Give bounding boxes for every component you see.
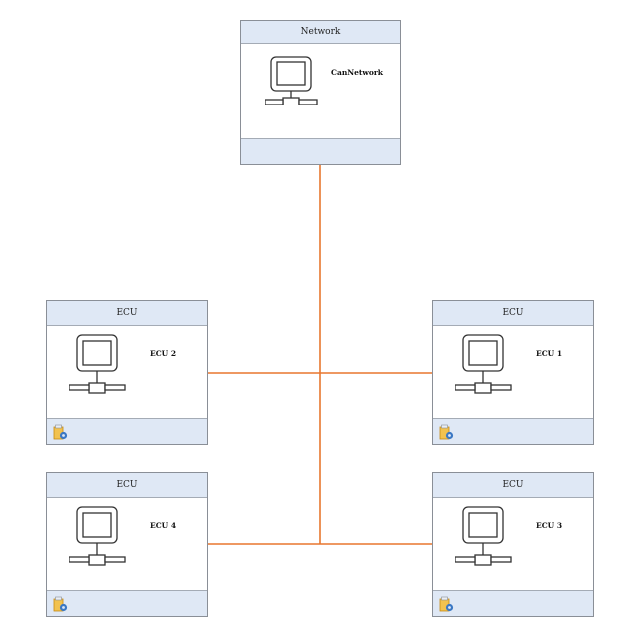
network-computer-icon — [265, 56, 318, 105]
ecu-node-4[interactable]: ECU ECU 4 — [46, 472, 208, 617]
ecu-node-footer — [47, 590, 207, 616]
ecu-name: ECU 2 — [150, 349, 177, 358]
config-gear-icon[interactable] — [439, 424, 455, 441]
ecu-node-footer — [433, 590, 593, 616]
ecu-node-1[interactable]: ECU ECU 1 — [432, 300, 594, 445]
network-computer-icon — [455, 506, 512, 566]
network-computer-icon — [69, 506, 126, 566]
network-computer-icon — [455, 334, 512, 394]
ecu-name: ECU 1 — [536, 349, 563, 358]
ecu-node-2[interactable]: ECU ECU 2 — [46, 300, 208, 445]
config-gear-icon[interactable] — [439, 596, 455, 613]
network-node[interactable]: Network CanNetwork — [240, 20, 401, 165]
ecu-node-type-label: ECU — [47, 301, 207, 326]
ecu-node-footer — [433, 418, 593, 444]
network-computer-icon — [69, 334, 126, 394]
network-node-footer — [241, 138, 400, 164]
config-gear-icon[interactable] — [53, 596, 69, 613]
network-name: CanNetwork — [331, 68, 383, 77]
ecu-node-3[interactable]: ECU ECU 3 — [432, 472, 594, 617]
network-node-type-label: Network — [241, 21, 400, 44]
config-gear-icon[interactable] — [53, 424, 69, 441]
ecu-name: ECU 4 — [150, 521, 177, 530]
ecu-node-type-label: ECU — [433, 473, 593, 498]
ecu-node-footer — [47, 418, 207, 444]
ecu-node-type-label: ECU — [47, 473, 207, 498]
ecu-node-type-label: ECU — [433, 301, 593, 326]
ecu-name: ECU 3 — [536, 521, 563, 530]
